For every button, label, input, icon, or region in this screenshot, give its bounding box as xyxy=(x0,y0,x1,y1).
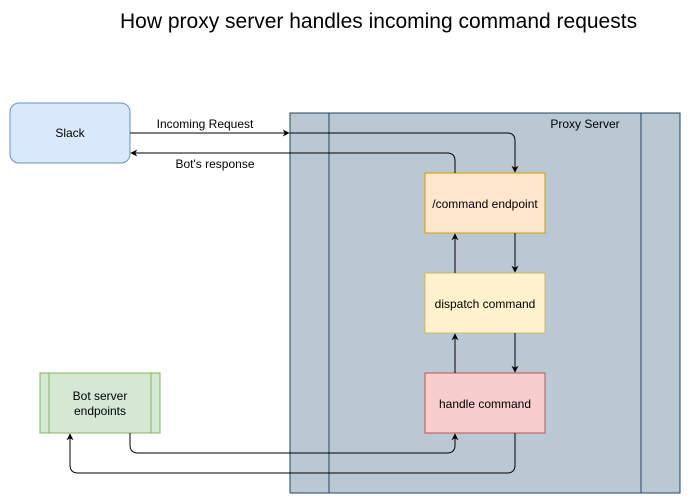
diagram-title: How proxy server handles incoming comman… xyxy=(120,10,638,33)
handle-command-node[interactable]: handle command xyxy=(424,372,546,434)
bots-response-arrow xyxy=(130,149,456,173)
bots-response-label: Bot's response xyxy=(175,157,254,171)
bot-server-label-line-1: Bot server xyxy=(73,389,128,403)
slack-label: Slack xyxy=(55,126,85,140)
command-endpoint-label: /command endpoint xyxy=(432,197,538,211)
slack-node[interactable]: Slack xyxy=(9,102,131,164)
dispatch-command-label: dispatch command xyxy=(435,297,536,311)
request-to-command-endpoint-arrow xyxy=(290,132,519,173)
proxy-server-label: Proxy Server xyxy=(550,117,619,131)
dispatch-command-node[interactable]: dispatch command xyxy=(424,272,546,334)
command-endpoint-node[interactable]: /command endpoint xyxy=(424,172,546,234)
handle-to-bot-server-arrow xyxy=(66,433,516,474)
incoming-request-label: Incoming Request xyxy=(157,117,254,131)
handle-command-label: handle command xyxy=(439,397,531,411)
bot-server-endpoints-node[interactable]: Bot server endpoints xyxy=(39,372,161,434)
bot-server-to-handle-arrow xyxy=(129,433,459,454)
bot-server-label-line-2: endpoints xyxy=(74,404,126,418)
